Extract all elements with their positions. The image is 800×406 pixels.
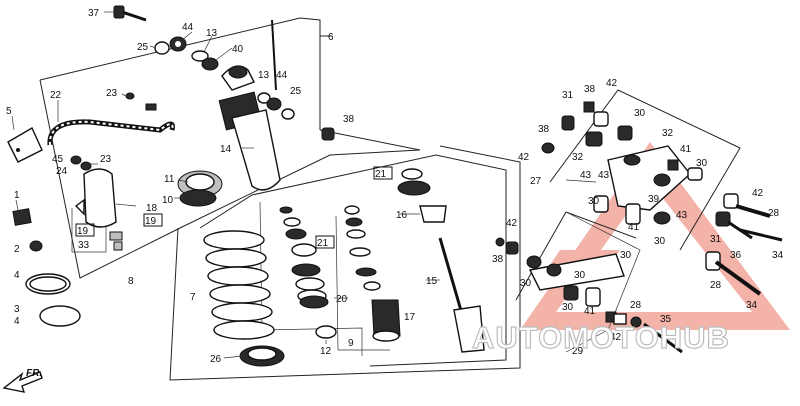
callout-label-p4b: 4 <box>14 316 20 327</box>
valve-stack-center <box>344 205 401 342</box>
callout-label-p35: 35 <box>660 314 672 325</box>
callout-label-p11: 11 <box>164 174 175 185</box>
callout-label-p20: 20 <box>336 294 348 305</box>
callout-label-p9: 9 <box>348 338 354 349</box>
front-direction-arrow-icon <box>2 371 43 393</box>
callout-label-p10: 10 <box>162 195 174 206</box>
callout-label-p34b: 34 <box>746 300 758 311</box>
callout-label-p1: 1 <box>14 190 20 201</box>
shock-body-14 <box>218 19 281 191</box>
callout-label-p38c: 38 <box>538 124 550 135</box>
linkage-parts <box>495 101 783 354</box>
spring-7 <box>203 230 275 340</box>
callout-label-p39: 39 <box>648 194 660 205</box>
bolt-37-icon <box>113 5 147 22</box>
callout-label-p21a: 21 <box>317 238 329 249</box>
callout-label-p12: 12 <box>320 346 332 357</box>
callout-label-p38a: 38 <box>343 114 355 125</box>
callout-label-p44a: 44 <box>182 22 194 33</box>
callout-label-p42a: 42 <box>606 78 618 89</box>
part-shapes <box>2 5 783 393</box>
callout-label-p29: 29 <box>572 346 584 357</box>
callout-label-p38b: 38 <box>584 84 596 95</box>
callout-label-p44b: 44 <box>276 70 288 81</box>
callout-label-p43b: 43 <box>676 210 688 221</box>
callout-label-p43a: 43 <box>580 170 592 181</box>
callout-label-p30g: 30 <box>574 270 586 281</box>
valve-stack-left <box>279 206 329 309</box>
callout-label-p27: 27 <box>530 176 542 187</box>
callout-label-p14: 14 <box>220 144 232 155</box>
callout-label-p31b: 31 <box>710 234 722 245</box>
callout-label-p18: 18 <box>146 203 158 214</box>
callout-label-p16: 16 <box>396 210 408 221</box>
callout-label-p30d: 30 <box>654 236 666 247</box>
callout-label-p40: 40 <box>232 44 244 55</box>
callout-label-p33: 33 <box>78 240 90 251</box>
callout-label-p7: 7 <box>190 292 196 303</box>
callout-label-p32b: 32 <box>662 128 674 139</box>
callout-label-p41a: 41 <box>680 144 692 155</box>
callout-label-p30c: 30 <box>588 196 600 207</box>
callout-label-p6: 6 <box>328 32 334 43</box>
callout-label-p2: 2 <box>14 244 20 255</box>
callout-label-p41b: 41 <box>628 222 640 233</box>
callout-label-p37: 37 <box>88 8 100 19</box>
callout-label-p34a: 34 <box>772 250 784 261</box>
callout-label-p19b: 19 <box>77 226 89 237</box>
callout-label-p42c: 42 <box>752 188 764 199</box>
callout-label-p30h: 30 <box>620 250 632 261</box>
callout-label-p28b: 28 <box>710 280 722 291</box>
callout-label-p22: 22 <box>50 90 62 101</box>
leader-lines <box>11 11 440 359</box>
callout-label-p28c: 28 <box>630 300 642 311</box>
callout-label-p43c: 43 <box>598 170 610 181</box>
callout-label-p23b: 23 <box>100 154 112 165</box>
callout-label-p24: 24 <box>56 166 68 177</box>
callout-label-p36: 36 <box>730 250 742 261</box>
callout-label-p42e: 42 <box>610 332 622 343</box>
callout-label-p23a: 23 <box>106 88 118 99</box>
watermark-text: AUTOMOTOHUB <box>472 320 730 355</box>
callout-label-p17: 17 <box>404 312 416 323</box>
adjuster-10-11 <box>177 170 223 207</box>
callout-label-p3: 3 <box>14 304 20 315</box>
callout-label-p45: 45 <box>52 154 64 165</box>
callout-label-p31a: 31 <box>562 90 574 101</box>
callout-label-p15: 15 <box>426 276 438 287</box>
callout-label-p28a: 28 <box>768 208 780 219</box>
callout-label-p41c: 41 <box>584 306 596 317</box>
callout-label-p25b: 25 <box>290 86 302 97</box>
callout-label-p30e: 30 <box>520 278 532 289</box>
callout-label-p4a: 4 <box>14 270 20 281</box>
callout-label-p38d: 38 <box>492 254 504 265</box>
callout-label-p5: 5 <box>6 106 12 117</box>
callout-label-p42d: 42 <box>506 218 518 229</box>
callout-label-p13b: 13 <box>258 70 270 81</box>
boxed-labels <box>75 166 393 249</box>
callout-label-p25a: 25 <box>137 42 149 53</box>
callout-label-p26: 26 <box>210 354 222 365</box>
callout-label-p8: 8 <box>128 276 134 287</box>
front-direction-label: FR. <box>26 368 42 379</box>
watermark-text-group: AUTOMOTOHUB <box>471 319 730 355</box>
callout-label-p30f: 30 <box>562 302 574 313</box>
callout-label-p13a: 13 <box>206 28 218 39</box>
callout-label-p19a: 19 <box>145 216 157 227</box>
callout-label-p30b: 30 <box>696 158 708 169</box>
callout-label-p21b: 21 <box>375 169 387 180</box>
callout-label-p30a: 30 <box>634 108 646 119</box>
callout-label-p32a: 32 <box>572 152 584 163</box>
callout-label-p42b: 42 <box>518 152 530 163</box>
